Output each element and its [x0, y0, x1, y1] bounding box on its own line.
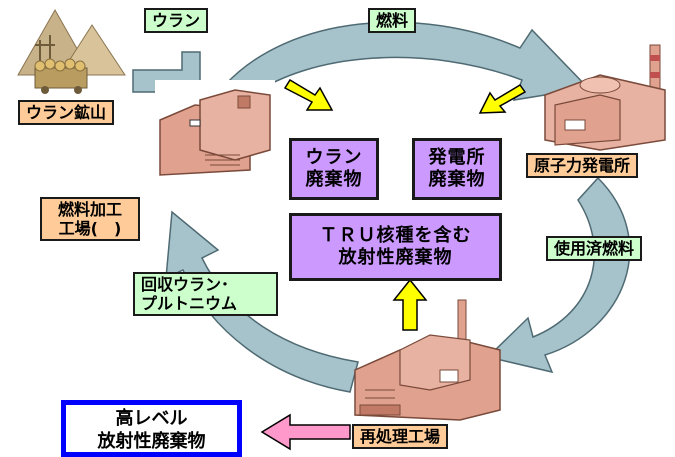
- nuclear-power-plant-icon: [544, 44, 666, 151]
- recovered-uranium-plutonium-label: 回収ウラン･ プルトニウム: [133, 272, 278, 317]
- uranium-mine-label: ウラン鉱山: [18, 100, 115, 126]
- nuclear-power-plant-label: 原子力発電所: [526, 153, 639, 179]
- pink-arrow-to-high-level-waste: [260, 413, 351, 451]
- yellow-arrows: [283, 78, 527, 331]
- fuel-label: 燃料: [368, 8, 417, 34]
- uranium-waste-box: ウラン 廃棄物: [289, 138, 379, 200]
- recovered-label-line1: 回収ウラン･: [141, 275, 230, 294]
- recovered-label-line2: プルトニウム: [141, 294, 238, 314]
- reprocessing-plant-label: 再処理工場: [352, 424, 449, 450]
- cycle-arrow-right: [486, 176, 631, 374]
- fuel-fabrication-plant-icon: [155, 80, 275, 180]
- yellow-arrow-left: [283, 78, 334, 111]
- high-level-waste-box: 高レベル 放射性廃棄物: [61, 400, 242, 457]
- uranium-mine-icon: [17, 8, 126, 94]
- spent-fuel-label: 使用済燃料: [546, 236, 643, 262]
- fabrication-label-line1: 燃料加工: [57, 200, 122, 219]
- power-plant-waste-box: 発電所 廃棄物: [412, 138, 502, 200]
- cycle-arrow-top: [223, 21, 590, 101]
- uranium-label: ウラン: [144, 8, 209, 34]
- fuel-fabrication-plant-label: 燃料加工 工場( ): [40, 197, 140, 242]
- tru-waste-box: ＴＲＵ核種を含む 放射性廃棄物: [289, 213, 502, 281]
- yellow-arrow-right: [478, 84, 527, 114]
- fabrication-label-line2: 工場( ): [58, 219, 122, 239]
- cycle-arrows: [132, 21, 631, 393]
- yellow-arrow-up: [392, 278, 428, 331]
- reprocessing-plant-icon: [354, 299, 501, 421]
